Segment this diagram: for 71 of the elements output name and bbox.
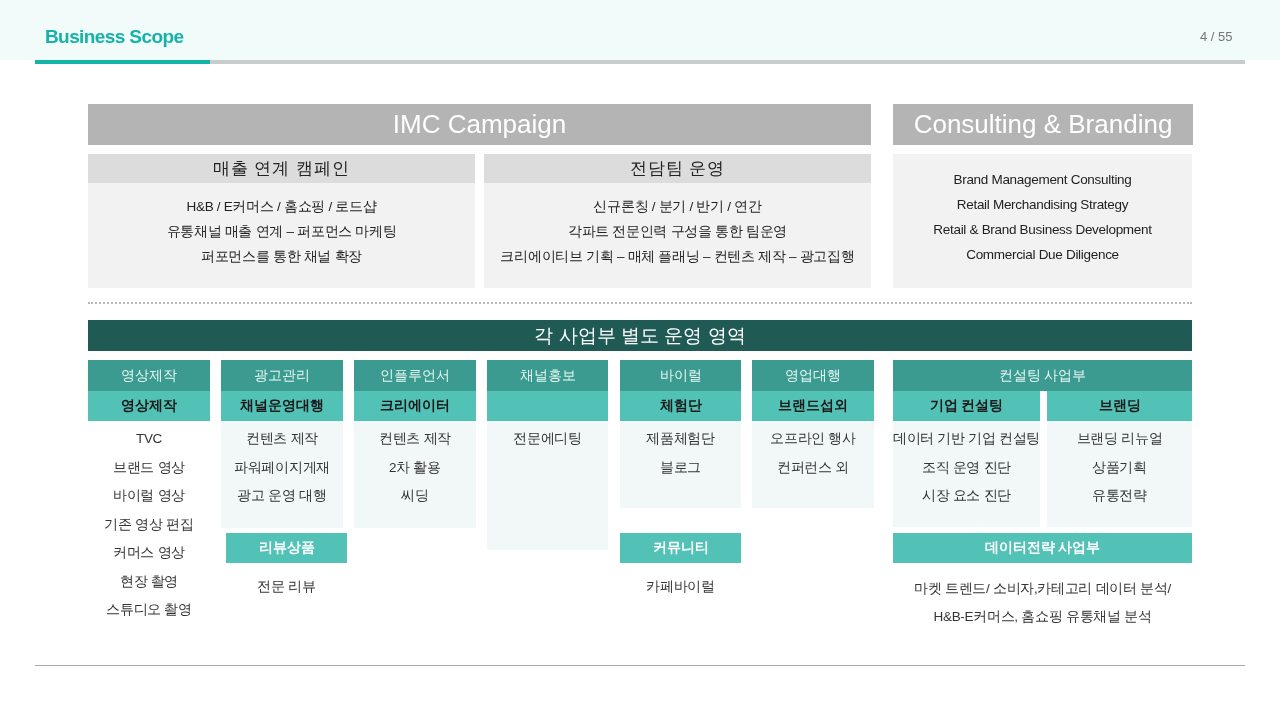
service-panel bbox=[487, 421, 608, 550]
subheader-bar: 데이터전략 사업부 bbox=[893, 533, 1192, 563]
subheader-bar: 기업 컨설팅 bbox=[893, 391, 1040, 421]
service-card bbox=[88, 154, 475, 288]
service-item: 스튜디오 촬영 bbox=[106, 601, 192, 619]
service-item: 오프라인 행사 bbox=[770, 430, 856, 448]
service-panel bbox=[354, 421, 476, 528]
service-item: 브랜드 영상 bbox=[113, 458, 185, 477]
card-heading: 전담팀 운영 bbox=[484, 154, 871, 183]
page-number: 4 / 55 bbox=[1200, 29, 1233, 45]
column-header: 채널홍보 bbox=[487, 360, 608, 391]
subheader-bar: 크리에이터 bbox=[354, 391, 476, 421]
service-item: 바이럴 영상 bbox=[113, 487, 185, 505]
service-item: 시장 요소 진단 bbox=[921, 487, 1012, 505]
service-item: 각파트 전문인력 구성을 통한 팀운영 bbox=[567, 223, 788, 241]
service-item: 블로그 bbox=[659, 458, 702, 477]
service-item: 브랜딩 리뉴얼 bbox=[1076, 430, 1163, 448]
service-item: 마켓 트렌드/ 소비자,카테고리 데이터 분석/ H&B-E커머스, 홈쇼핑 유통채널 분석 bbox=[912, 580, 1173, 626]
service-item: TVC bbox=[135, 430, 163, 448]
column-header: 컨설팅 사업부 bbox=[893, 360, 1192, 391]
subheader-bar: 체험단 bbox=[620, 391, 741, 421]
column-header: 영업대행 bbox=[752, 360, 874, 391]
subheader-bar: 브랜딩 bbox=[1047, 391, 1192, 421]
service-item: 제품체험단 bbox=[646, 430, 715, 448]
column-header: 영상제작 bbox=[88, 360, 210, 391]
service-panel bbox=[1047, 421, 1192, 527]
service-item: 신규론칭 / 분기 / 반기 / 연간 bbox=[593, 198, 762, 216]
card-heading: 매출 연계 캠페인 bbox=[88, 154, 475, 183]
service-item: Retail & Brand Business Development bbox=[933, 221, 1152, 239]
service-panel bbox=[893, 421, 1040, 527]
service-item: 조직 운영 진단 bbox=[921, 458, 1012, 477]
column-header: 광고관리 bbox=[221, 360, 343, 391]
subheader-bar: 영상제작 bbox=[88, 391, 210, 421]
subheader-bar: 채널운영대행 bbox=[221, 391, 343, 421]
service-item: 컨텐츠 제작 bbox=[246, 430, 318, 448]
service-panel bbox=[752, 421, 874, 508]
column-header: 인플루언서 bbox=[354, 360, 476, 391]
service-item: Retail Merchandising Strategy bbox=[956, 196, 1129, 214]
service-item: 퍼포먼스를 통한 채널 확장 bbox=[200, 248, 363, 266]
service-item: 유통채널 매출 연계 – 퍼포먼스 마케팅 bbox=[166, 223, 397, 241]
service-panel bbox=[620, 421, 741, 508]
section-banner: IMC Campaign bbox=[88, 104, 871, 145]
service-item: 전문에디팅 bbox=[513, 430, 582, 448]
service-item: Commercial Due Diligence bbox=[966, 246, 1119, 264]
service-item: Brand Management Consulting bbox=[953, 171, 1132, 189]
service-panel bbox=[221, 421, 343, 528]
service-item: 카페바이럴 bbox=[646, 578, 715, 596]
subheader-bar: 브랜드섭외 bbox=[752, 391, 874, 421]
subheader-bar: 커뮤니티 bbox=[620, 533, 741, 563]
service-item: 크리에이티브 기획 – 매체 플래닝 – 컨텐츠 제작 – 광고집행 bbox=[500, 248, 855, 266]
service-card bbox=[484, 154, 871, 288]
column-header: 바이럴 bbox=[620, 360, 741, 391]
division-banner: 각 사업부 별도 운영 영역 bbox=[88, 320, 1192, 351]
subheader-bar bbox=[487, 391, 608, 421]
service-item: 2차 활용 bbox=[389, 458, 441, 477]
service-item: 파워페이지게재 bbox=[234, 458, 330, 477]
section-banner: Consulting & Branding bbox=[893, 104, 1193, 145]
service-item: 컨텐츠 제작 bbox=[379, 430, 451, 448]
service-item: 유통전략 bbox=[1092, 487, 1147, 505]
service-item: 전문 리뷰 bbox=[257, 578, 316, 596]
service-item: 현장 촬영 bbox=[119, 572, 179, 591]
service-item: 컨퍼런스 외 bbox=[777, 458, 849, 477]
service-item: 상품기획 bbox=[1092, 458, 1147, 477]
subheader-bar: 리뷰상품 bbox=[226, 533, 347, 563]
service-item: 광고 운영 대행 bbox=[237, 487, 327, 505]
page-title: Business Scope bbox=[45, 25, 184, 49]
service-item: H&B / E커머스 / 홈쇼핑 / 로드샵 bbox=[186, 198, 377, 216]
service-item: 씨딩 bbox=[401, 487, 429, 505]
service-item: 커머스 영상 bbox=[113, 544, 185, 562]
service-item: 기존 영상 편집 bbox=[104, 515, 194, 534]
service-item: 데이터 기반 기업 컨설팅 bbox=[892, 430, 1041, 448]
